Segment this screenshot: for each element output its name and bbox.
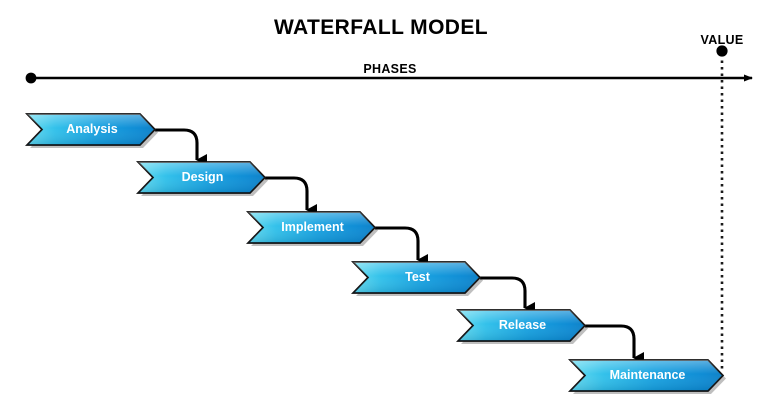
phase-chevron[interactable] bbox=[135, 161, 268, 196]
connector-layer bbox=[155, 128, 644, 364]
phase-chevron[interactable] bbox=[567, 359, 726, 394]
phase-connector bbox=[155, 128, 207, 166]
value-marker-dot bbox=[716, 45, 728, 57]
phases-axis bbox=[25, 72, 753, 84]
phase-connector bbox=[480, 276, 535, 314]
phase-connector bbox=[585, 324, 644, 364]
phase-chevron[interactable] bbox=[455, 309, 588, 344]
phase-chevron-sheen bbox=[248, 212, 375, 243]
phase-chevron[interactable] bbox=[350, 261, 483, 296]
phase-connector bbox=[375, 226, 428, 266]
phase-chevron-sheen bbox=[458, 310, 585, 341]
phase-chevron-sheen bbox=[570, 360, 723, 391]
phase-chevron[interactable] bbox=[24, 113, 158, 148]
phase-chevron[interactable] bbox=[245, 211, 378, 246]
phases-axis-label: PHASES bbox=[363, 62, 417, 76]
phase-chevron-sheen bbox=[27, 114, 155, 145]
phase-chevron-sheen bbox=[138, 162, 265, 193]
phase-chevron-sheen bbox=[353, 262, 480, 293]
phase-chevron-layer bbox=[24, 113, 726, 394]
phases-axis-origin-dot bbox=[25, 72, 37, 84]
value-axis-label: VALUE bbox=[700, 33, 744, 47]
phase-connector bbox=[265, 176, 317, 216]
page-title: WATERFALL MODEL bbox=[273, 16, 489, 39]
value-marker bbox=[716, 45, 728, 370]
